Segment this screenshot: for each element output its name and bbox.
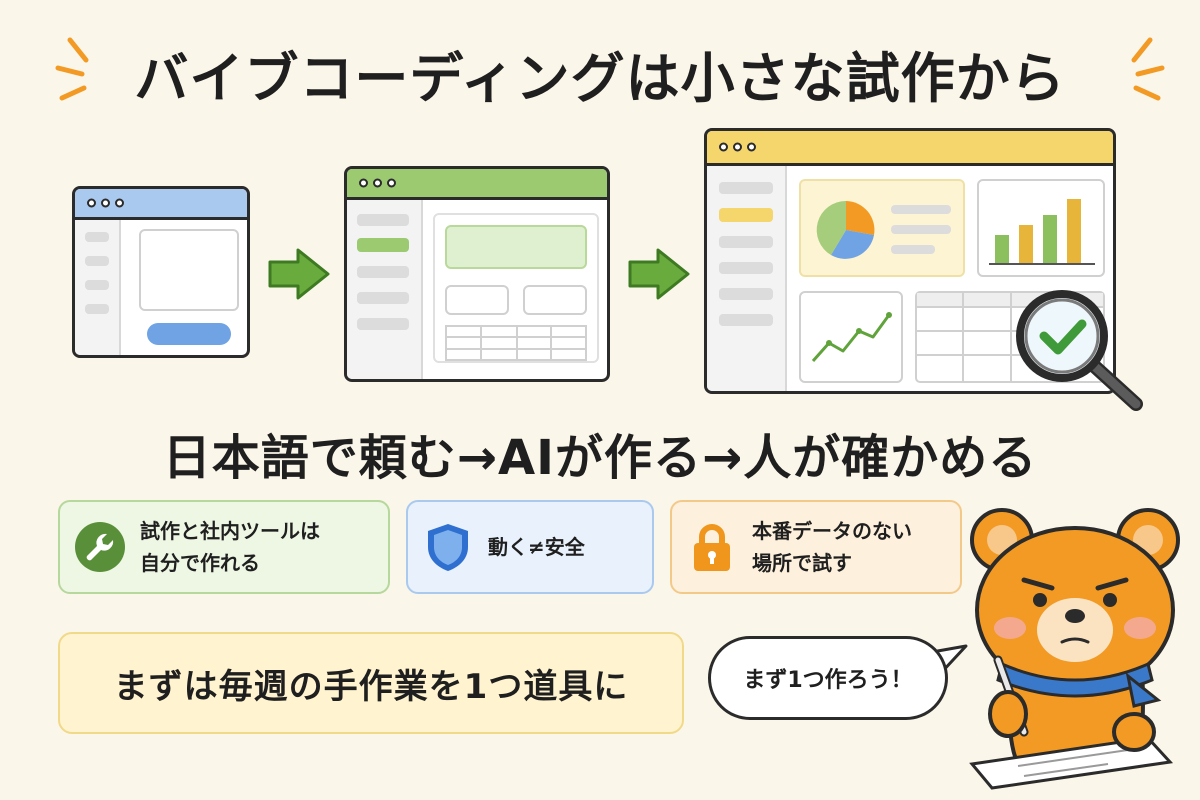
bar-chart-icon [989, 199, 1095, 265]
pie-chart-icon [816, 200, 875, 259]
lock-icon [694, 524, 730, 571]
bottom-message: まずは毎週の手作業を1つ道具に [58, 632, 684, 734]
sparkle-left-icon [55, 37, 89, 101]
wrench-icon [75, 522, 125, 572]
arrow-right-icon [628, 248, 690, 300]
line-chart-icon [811, 312, 892, 362]
window-dashboard [704, 128, 1116, 394]
sparkle-right-icon [1131, 37, 1165, 101]
flow-statement: 日本語で頼む→AIが作る→人が確かめる [162, 430, 1038, 486]
window1-button [147, 323, 231, 345]
card-prototype-tools: 試作と社内ツールは 自分で作れる [58, 500, 390, 594]
arrow-right-icon [268, 248, 330, 300]
card-no-production-data: 本番データのない 場所で試す [670, 500, 962, 594]
shield-icon [428, 524, 468, 571]
card3-line1: 本番データのない [752, 519, 912, 543]
magnifier-check-icon [1016, 290, 1143, 411]
pie-chart-panel [799, 179, 965, 277]
speech-bubble: まず1つ作ろう！ [708, 636, 948, 720]
card1-line1: 試作と社内ツールは [140, 519, 320, 543]
window-medium-prototype [344, 166, 610, 382]
bear-mascot [969, 508, 1180, 790]
line-chart-panel [799, 291, 903, 383]
window-simple-prototype [72, 186, 250, 358]
card-works-not-safe: 動く≠安全 [406, 500, 654, 594]
bar-chart-panel [977, 179, 1105, 277]
page-title: バイブコーディングは小さな試作から [134, 47, 1066, 110]
card2-text: 動く≠安全 [488, 535, 585, 559]
card1-line2: 自分で作れる [140, 551, 260, 575]
card3-line2: 場所で試す [752, 551, 852, 575]
